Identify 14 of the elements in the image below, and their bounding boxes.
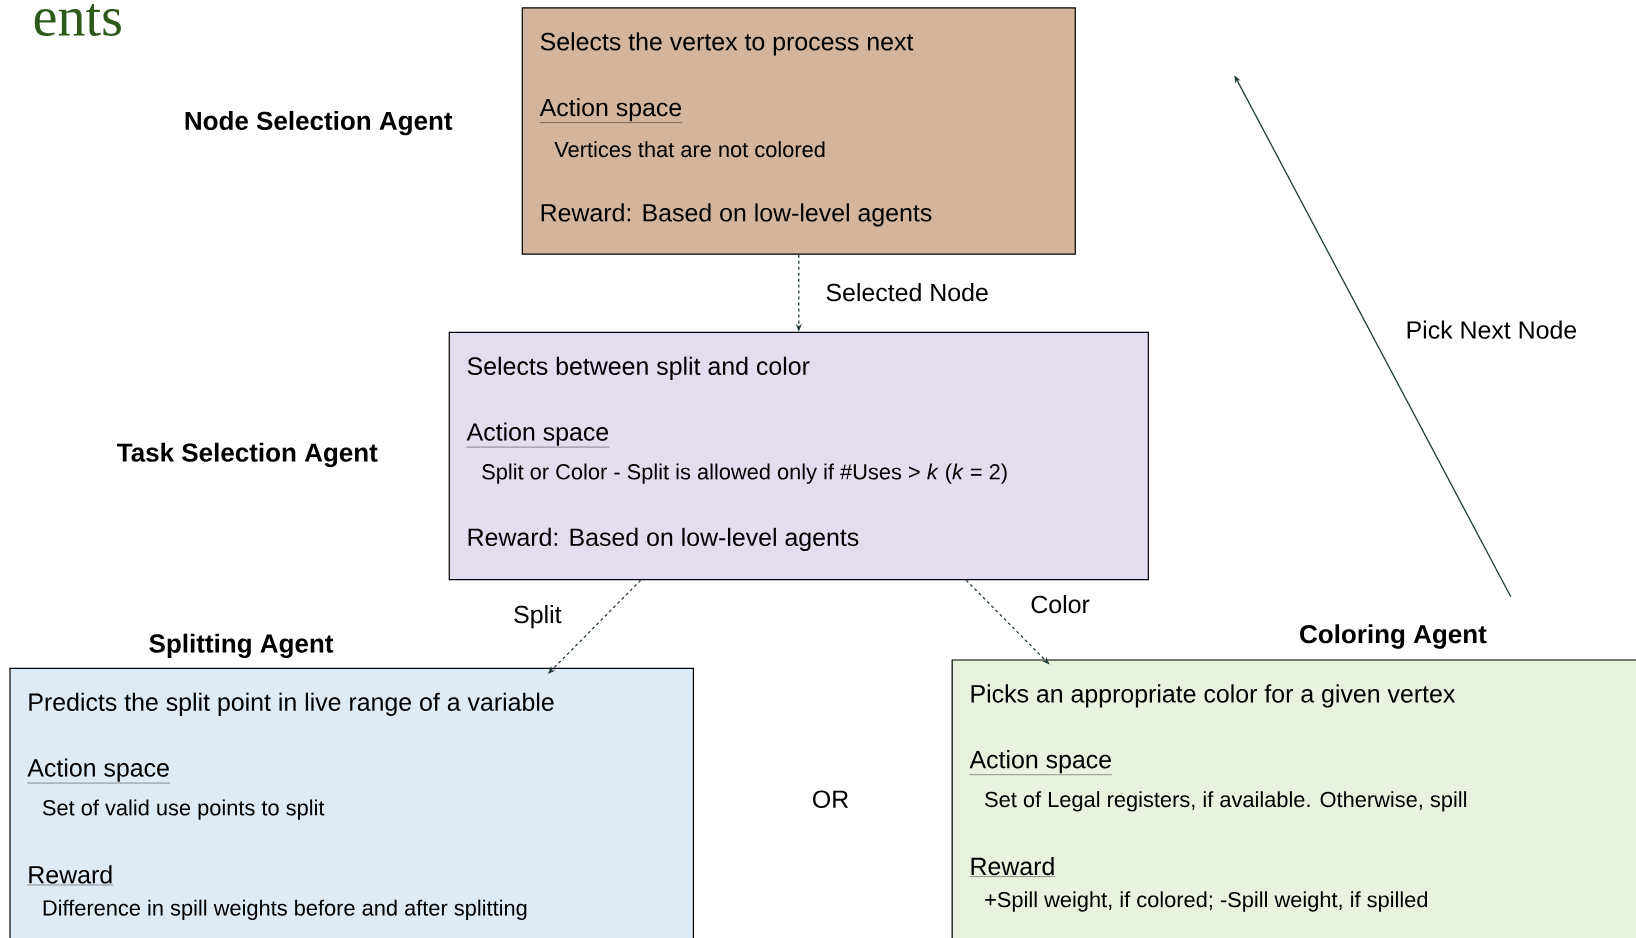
agent-box: Splitting Agent Predicts the split point in live range of a variable Action space Set of valid use points to split Reward Difference in spill weights before and after splitting <box>9 633 694 938</box>
edge-label: Pick Next Node <box>1404 319 1579 340</box>
agent-box: Task Selection Agent Selects between split and color Action space Split or Color - Split is allowed only if #Uses > k (k = 2) Reward: Based on low-level agents <box>117 331 1149 581</box>
node-label: Splitting Agent <box>149 633 334 659</box>
agent-box: Coloring Agent Picks an appropriate color for a given vertex Action space Set of Legal registers, if available. Otherwise, spill Reward +Spill weight, if colored; -Spill weight, if spilled <box>951 624 1636 938</box>
node-label: Coloring Agent <box>1300 624 1487 649</box>
or-text: OR <box>813 790 849 809</box>
edge-label: Color <box>1029 593 1091 615</box>
edge-label: Selected Node <box>824 282 990 303</box>
title-text: ents <box>34 3 121 36</box>
node-label: Task Selection Agent <box>117 442 378 468</box>
edge-label: Split <box>512 604 563 630</box>
node-label: Node Selection Agent <box>185 110 453 136</box>
agent-box: Node Selection Agent Selects the vertex to process next Action space Vertices that are not colored Reward: Based on low-level agents <box>185 7 1076 255</box>
